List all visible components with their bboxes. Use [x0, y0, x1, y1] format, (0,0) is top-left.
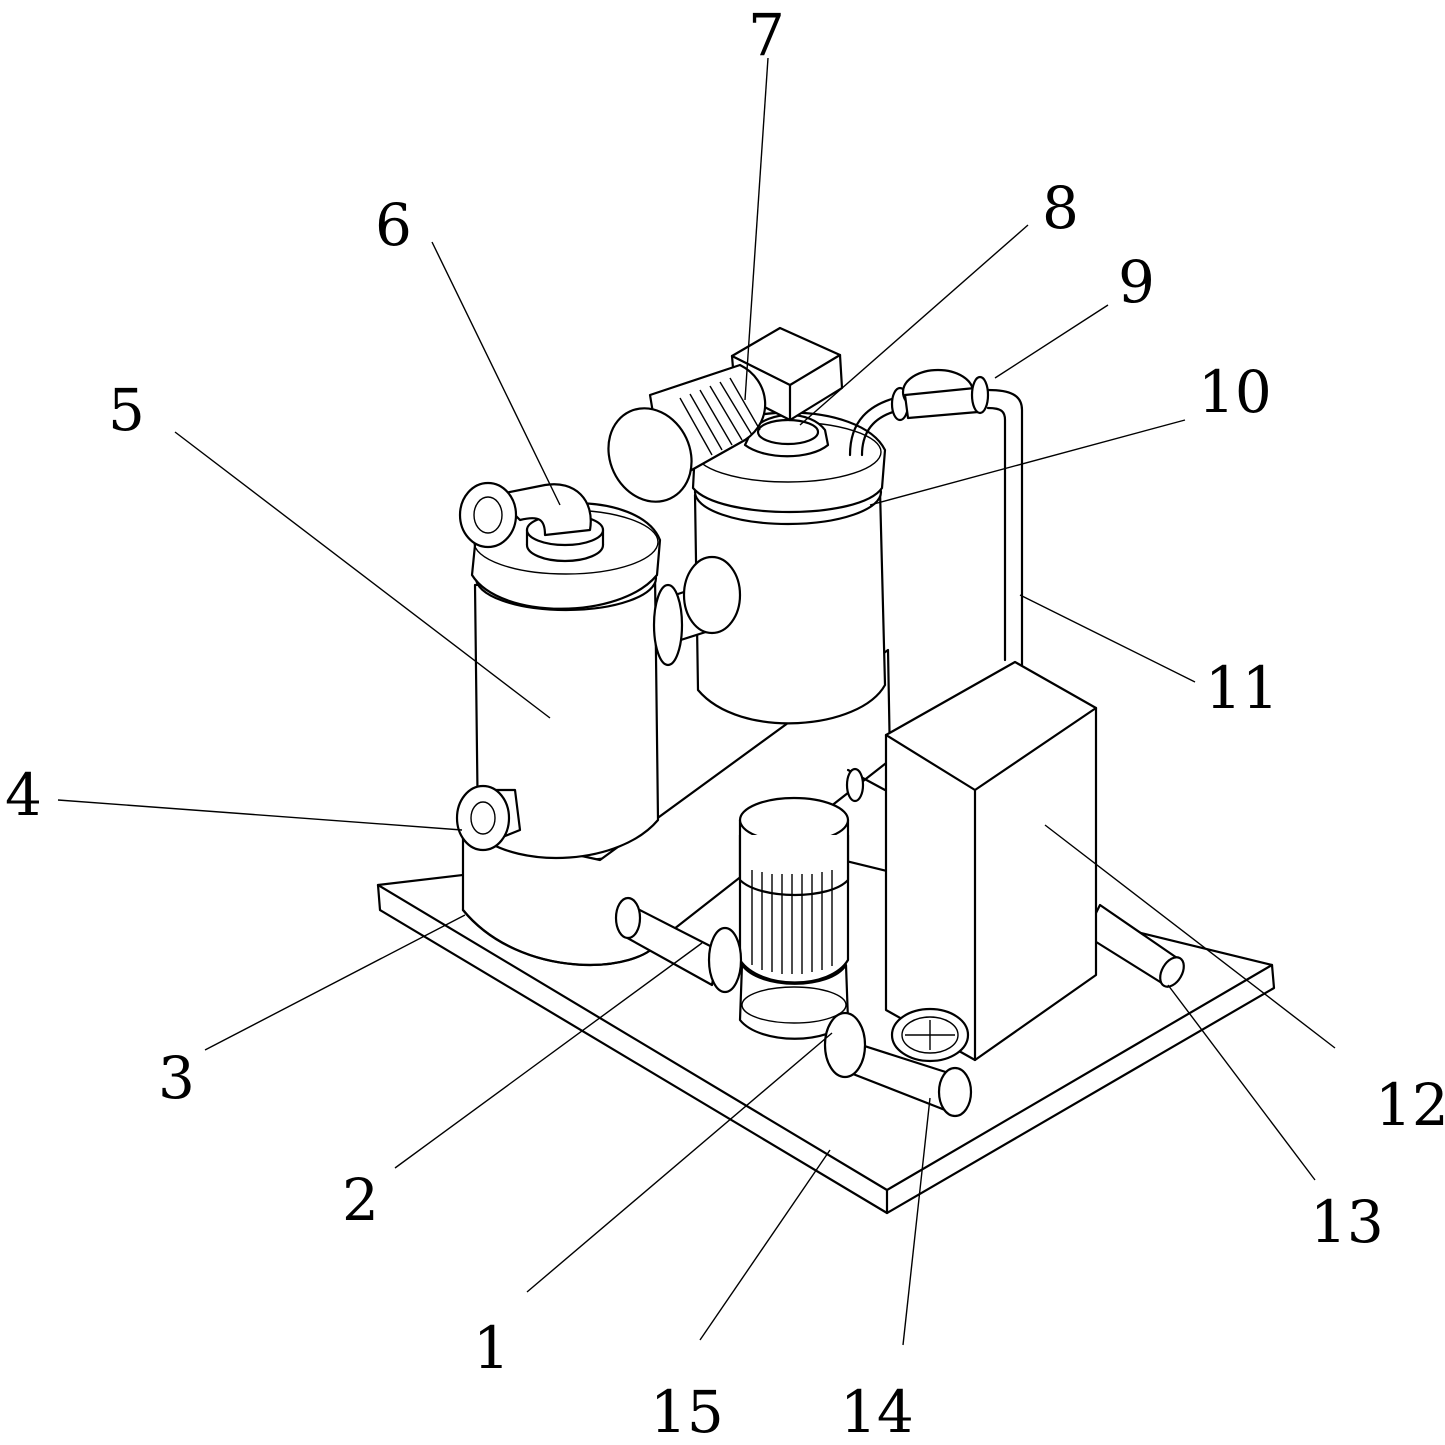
callout-7: 7	[748, 1, 785, 69]
flange-nozzle	[455, 784, 522, 852]
callout-12: 12	[1375, 1071, 1445, 1139]
lower-tank	[461, 648, 892, 967]
callout-4: 4	[5, 761, 42, 829]
callout-14: 14	[840, 1378, 914, 1445]
outlet-pipe-valve	[823, 1007, 973, 1118]
callout-6: 6	[375, 191, 412, 259]
callout-15: 15	[650, 1378, 724, 1445]
control-box	[845, 660, 1098, 1062]
callout-13: 13	[1310, 1188, 1384, 1256]
callout-8: 8	[1042, 174, 1079, 242]
callout-11: 11	[1205, 654, 1279, 722]
callout-1: 1	[473, 1314, 510, 1382]
leader-lines	[57, 57, 1336, 1346]
callout-5: 5	[108, 376, 145, 444]
callout-9: 9	[1118, 248, 1155, 316]
callout-labels: 1 2 3 4 5 6 7 8 9 10 11 12 13 14 15	[5, 1, 1445, 1445]
pump-and-pipe	[848, 368, 1024, 667]
callout-3: 3	[158, 1044, 195, 1112]
connector-nozzle	[652, 555, 742, 667]
callout-2: 2	[342, 1166, 379, 1234]
top-motor	[607, 326, 844, 503]
vertical-pump	[738, 796, 850, 1040]
suction-pipe	[614, 896, 743, 994]
callout-10: 10	[1198, 358, 1272, 426]
elbow-pipe	[458, 481, 592, 549]
